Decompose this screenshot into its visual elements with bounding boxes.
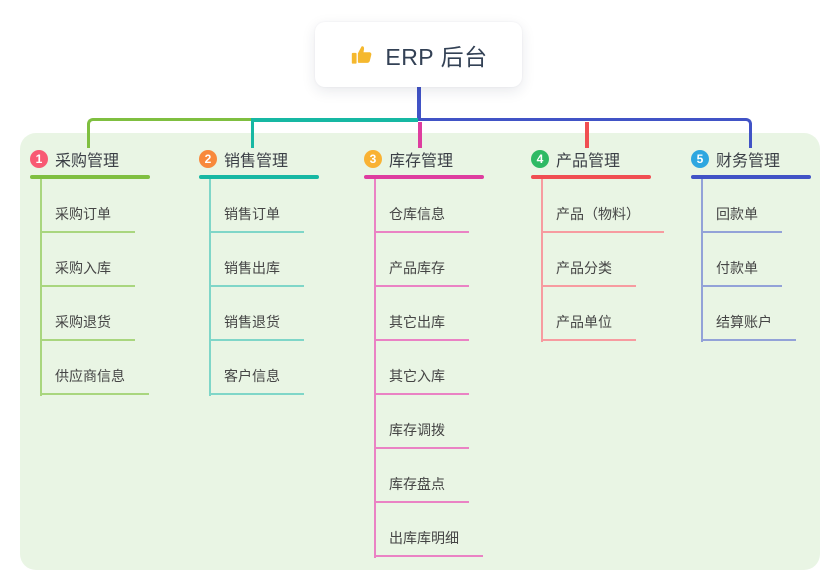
- branch-node-product[interactable]: 4 产品管理: [531, 148, 651, 170]
- branch-underline: [30, 175, 150, 179]
- sub-node[interactable]: 采购退货: [40, 287, 135, 341]
- branch-items: 销售订单销售出库销售退货客户信息: [199, 179, 319, 395]
- branch-underline: [531, 175, 651, 179]
- branch-title: 采购管理: [55, 153, 120, 170]
- sub-node[interactable]: 回款单: [701, 179, 782, 233]
- branch-vertical-line: [40, 178, 42, 396]
- thumbs-up-icon: [349, 42, 375, 68]
- branch-items: 产品（物料）产品分类产品单位: [531, 179, 664, 341]
- branch-number-badge: 4: [531, 150, 549, 168]
- branches-panel: [20, 133, 820, 570]
- connector-right-blue: [418, 118, 752, 148]
- branch-inventory: 3 库存管理 仓库信息产品库存其它出库其它入库库存调拨库存盘点出库库明细: [364, 148, 484, 558]
- sub-node[interactable]: 其它出库: [374, 287, 469, 341]
- branch-number-badge: 1: [30, 150, 48, 168]
- connector-left-green: [87, 118, 251, 148]
- sub-node[interactable]: 出库库明细: [374, 503, 483, 557]
- branch-product: 4 产品管理 产品（物料）产品分类产品单位: [531, 148, 664, 342]
- connector-drop-inventory: [418, 121, 422, 148]
- sub-node[interactable]: 产品库存: [374, 233, 469, 287]
- branch-number-badge: 3: [364, 150, 382, 168]
- root-title: ERP 后台: [385, 43, 488, 70]
- branch-node-sales[interactable]: 2 销售管理: [199, 148, 319, 170]
- branch-vertical-line: [209, 178, 211, 396]
- sub-node[interactable]: 库存调拨: [374, 395, 469, 449]
- sub-node[interactable]: 产品单位: [541, 287, 636, 341]
- sub-node[interactable]: 产品分类: [541, 233, 636, 287]
- sub-node[interactable]: 结算账户: [701, 287, 796, 341]
- branch-vertical-line: [701, 178, 703, 342]
- sub-node[interactable]: 付款单: [701, 233, 782, 287]
- connector-drop-product: [585, 121, 589, 148]
- branch-node-inventory[interactable]: 3 库存管理: [364, 148, 484, 170]
- branch-number-badge: 2: [199, 150, 217, 168]
- branch-title: 财务管理: [716, 153, 781, 170]
- sub-node[interactable]: 采购订单: [40, 179, 135, 233]
- branch-title: 库存管理: [389, 153, 454, 170]
- branch-sales: 2 销售管理 销售订单销售出库销售退货客户信息: [199, 148, 319, 396]
- branch-underline: [364, 175, 484, 179]
- branch-items: 仓库信息产品库存其它出库其它入库库存调拨库存盘点出库库明细: [364, 179, 484, 557]
- branch-vertical-line: [541, 178, 543, 342]
- sub-node[interactable]: 仓库信息: [374, 179, 469, 233]
- sub-node[interactable]: 销售退货: [209, 287, 304, 341]
- root-node[interactable]: ERP 后台: [315, 22, 522, 87]
- branch-purchase: 1 采购管理 采购订单采购入库采购退货供应商信息: [30, 148, 150, 396]
- branch-node-purchase[interactable]: 1 采购管理: [30, 148, 150, 170]
- branch-title: 销售管理: [224, 153, 289, 170]
- branch-underline: [199, 175, 319, 179]
- branch-items: 采购订单采购入库采购退货供应商信息: [30, 179, 150, 395]
- sub-node[interactable]: 库存盘点: [374, 449, 469, 503]
- connector-drop-sales: [250, 121, 254, 148]
- branch-underline: [691, 175, 811, 179]
- sub-node[interactable]: 采购入库: [40, 233, 135, 287]
- connector-mid-teal: [251, 118, 418, 122]
- root-connector-line: [417, 86, 421, 119]
- branch-items: 回款单付款单结算账户: [691, 179, 811, 341]
- sub-node[interactable]: 销售出库: [209, 233, 304, 287]
- sub-node[interactable]: 产品（物料）: [541, 179, 664, 233]
- sub-node[interactable]: 供应商信息: [40, 341, 149, 395]
- sub-node[interactable]: 客户信息: [209, 341, 304, 395]
- sub-node[interactable]: 其它入库: [374, 341, 469, 395]
- sub-node[interactable]: 销售订单: [209, 179, 304, 233]
- branch-finance: 5 财务管理 回款单付款单结算账户: [691, 148, 811, 342]
- branch-vertical-line: [374, 178, 376, 558]
- branch-title: 产品管理: [556, 153, 621, 170]
- branch-number-badge: 5: [691, 150, 709, 168]
- branch-node-finance[interactable]: 5 财务管理: [691, 148, 811, 170]
